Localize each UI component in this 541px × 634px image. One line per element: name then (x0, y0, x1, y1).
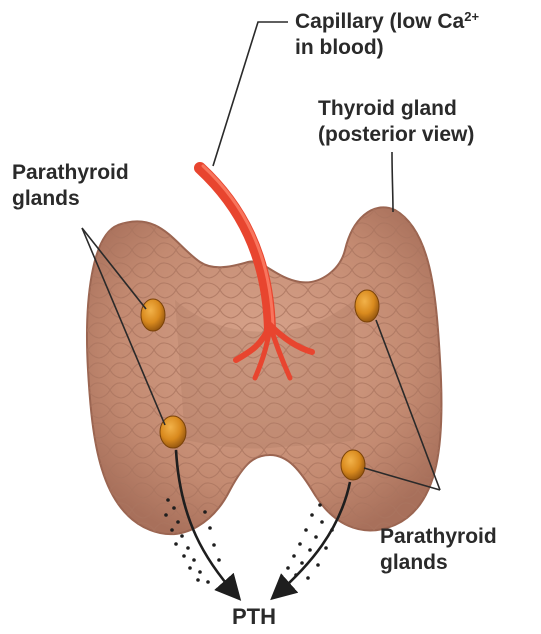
parathyroid-left-line2: glands (12, 186, 129, 212)
parathyroid-left-line1: Parathyroid (12, 160, 129, 186)
capillary-label: Capillary (low Ca2+ in blood) (295, 9, 479, 61)
capillary-label-line1: Capillary (low Ca (295, 10, 464, 33)
parathyroid-gland-upper-left (141, 299, 165, 331)
parathyroid-gland-lower-right (341, 450, 365, 480)
parathyroid-right-label: Parathyroid glands (380, 524, 497, 576)
parathyroid-right-line1: Parathyroid (380, 524, 497, 550)
thyroid-label-line1: Thyroid gland (318, 96, 474, 122)
thyroid-gland (87, 207, 442, 534)
capillary-leader-line (213, 22, 288, 166)
capillary-label-line2: in blood) (295, 35, 479, 61)
parathyroid-left-label: Parathyroid glands (12, 160, 129, 212)
parathyroid-gland-upper-right (355, 290, 379, 322)
pth-label: PTH (232, 604, 276, 630)
calcium-charge-superscript: 2+ (464, 9, 479, 24)
thyroid-leader-line (392, 152, 393, 212)
parathyroid-right-line2: glands (380, 550, 497, 576)
thyroid-gland-label: Thyroid gland (posterior view) (318, 96, 474, 148)
thyroid-label-line2: (posterior view) (318, 122, 474, 148)
